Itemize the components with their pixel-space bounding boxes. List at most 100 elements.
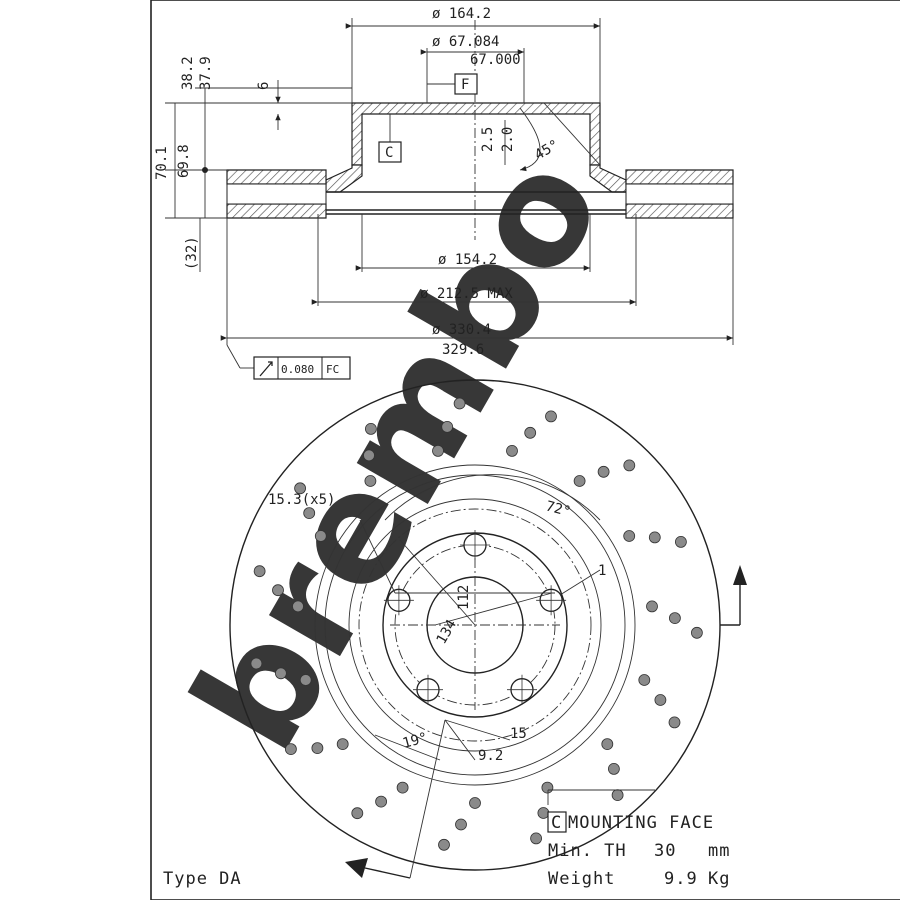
drilled-hole xyxy=(524,426,537,439)
weight-value: 9.9 xyxy=(664,869,698,889)
hat-inner-dashed xyxy=(358,508,592,742)
drilled-hole xyxy=(274,667,287,680)
drilled-hole xyxy=(453,397,466,410)
legend-datum: C xyxy=(551,813,562,833)
datum-f-box: F xyxy=(454,73,478,95)
angle-19-label: 19° xyxy=(401,730,430,752)
rotor-left-vanes xyxy=(226,183,327,205)
drilled-hole xyxy=(375,795,388,808)
drilled-hole xyxy=(638,674,651,686)
drilled-hole xyxy=(441,420,454,433)
drilled-hole xyxy=(364,475,377,487)
section-arrow-top-icon xyxy=(733,565,747,585)
drilled-hole xyxy=(537,807,550,819)
drilled-hole xyxy=(469,797,481,809)
angle-72-label: 72° xyxy=(544,498,573,520)
lug-holes xyxy=(383,530,567,705)
plan-view xyxy=(229,379,747,879)
drilled-hole xyxy=(455,818,467,831)
drilled-hole xyxy=(597,465,610,478)
drilled-hole xyxy=(573,475,586,487)
rotor-left-outer-plate xyxy=(226,169,327,185)
section-dimension-labels: ø 164.2 ø 67.084 67.000 38.2 37.9 6 70.1… xyxy=(154,6,562,358)
drilled-hole xyxy=(303,507,316,519)
dim-2-5: 2.5 xyxy=(480,127,496,152)
dim-330-4: ø 330.4 xyxy=(432,322,491,338)
drilled-hole xyxy=(314,530,327,542)
min-th-value: 30 xyxy=(654,841,676,861)
dim-bore-min: 67.000 xyxy=(470,52,521,68)
drilled-hole xyxy=(530,832,542,845)
legend-datum-box xyxy=(547,811,567,833)
drilled-hole xyxy=(336,738,349,750)
section-view xyxy=(165,18,734,369)
section-arrow-bottom-icon xyxy=(345,858,368,878)
runout-tolerance-frame: 0.080 FC xyxy=(253,356,351,380)
tolerance-reference: FC xyxy=(326,363,339,376)
tolerance-value: 0.080 xyxy=(281,363,314,376)
drilled-hole xyxy=(250,657,263,670)
hat-outer-edge xyxy=(348,498,602,752)
dim-329-6: 329.6 xyxy=(442,342,484,358)
drawing-frame xyxy=(150,0,900,900)
drilled-hole xyxy=(311,742,324,754)
type-label: Type DA xyxy=(163,869,242,889)
dim-outer-top: ø 164.2 xyxy=(432,6,491,22)
drilled-hole xyxy=(272,584,284,597)
mounting-face-label: MOUNTING FACE xyxy=(568,813,714,833)
drilled-hole xyxy=(623,530,636,542)
drilled-hole xyxy=(545,410,557,423)
dim-6: 6 xyxy=(256,82,272,90)
drilled-hole xyxy=(284,743,297,755)
lug-holes-label: 15.3(x5) xyxy=(268,492,335,508)
dim-9-2-label: 9.2 xyxy=(478,748,503,764)
drilled-hole xyxy=(294,482,307,495)
hat-right-neck xyxy=(589,164,627,193)
dim-154-2: ø 154.2 xyxy=(438,252,497,268)
drilled-hole xyxy=(611,789,624,801)
dim-bore-max: ø 67.084 xyxy=(432,34,499,50)
hat-left-neck xyxy=(325,164,363,193)
rotor-right-vanes xyxy=(625,183,734,205)
rotor-right-inner-plate xyxy=(625,203,734,219)
drilled-hole xyxy=(438,838,450,851)
drilled-hole xyxy=(675,536,687,548)
drilled-hole xyxy=(432,444,444,457)
drilled-hole xyxy=(541,781,554,794)
rotor-left-inner-plate xyxy=(226,203,327,219)
dim-69-8: 69.8 xyxy=(176,144,192,178)
svg-text:brembo: brembo xyxy=(160,128,636,778)
rotor-right-outer-plate xyxy=(625,169,734,185)
legend: C MOUNTING FACE Min. TH 30 mm Weight 9.9… xyxy=(547,789,730,889)
drilled-hole xyxy=(648,531,661,544)
drilled-hole xyxy=(363,449,375,462)
braking-band-inner-edge xyxy=(314,464,636,786)
dim-70-1: 70.1 xyxy=(154,146,170,180)
drilled-hole xyxy=(691,626,703,639)
cross-drilled-holes xyxy=(250,397,703,851)
runout-arrow-icon xyxy=(259,361,273,377)
weight-unit: Kg xyxy=(708,869,730,889)
weight-label: Weight xyxy=(548,869,615,889)
dim-32: (32) xyxy=(184,236,200,270)
drilled-hole xyxy=(253,565,266,578)
svg-text:C: C xyxy=(385,145,393,161)
drilled-hole xyxy=(654,694,667,706)
drilled-hole xyxy=(299,674,312,686)
datum-c-box: C xyxy=(378,141,402,163)
drilled-hole xyxy=(351,807,364,820)
drilled-hole xyxy=(646,600,658,613)
dim-1-label: 1 xyxy=(598,563,606,579)
min-th-unit: mm xyxy=(708,841,730,861)
min-th-label: Min. TH xyxy=(548,841,627,861)
dim-134-label: 134 xyxy=(434,617,461,647)
drilled-hole xyxy=(669,612,681,624)
drilled-hole xyxy=(608,763,620,775)
dim-212-5: ø 212.5 MAX xyxy=(420,286,513,302)
drilled-hole xyxy=(292,600,304,613)
drilled-hole xyxy=(601,738,614,750)
svg-text:F: F xyxy=(461,77,469,93)
dim-37-9: 37.9 xyxy=(198,56,214,90)
brembo-watermark: brembo xyxy=(160,128,636,778)
